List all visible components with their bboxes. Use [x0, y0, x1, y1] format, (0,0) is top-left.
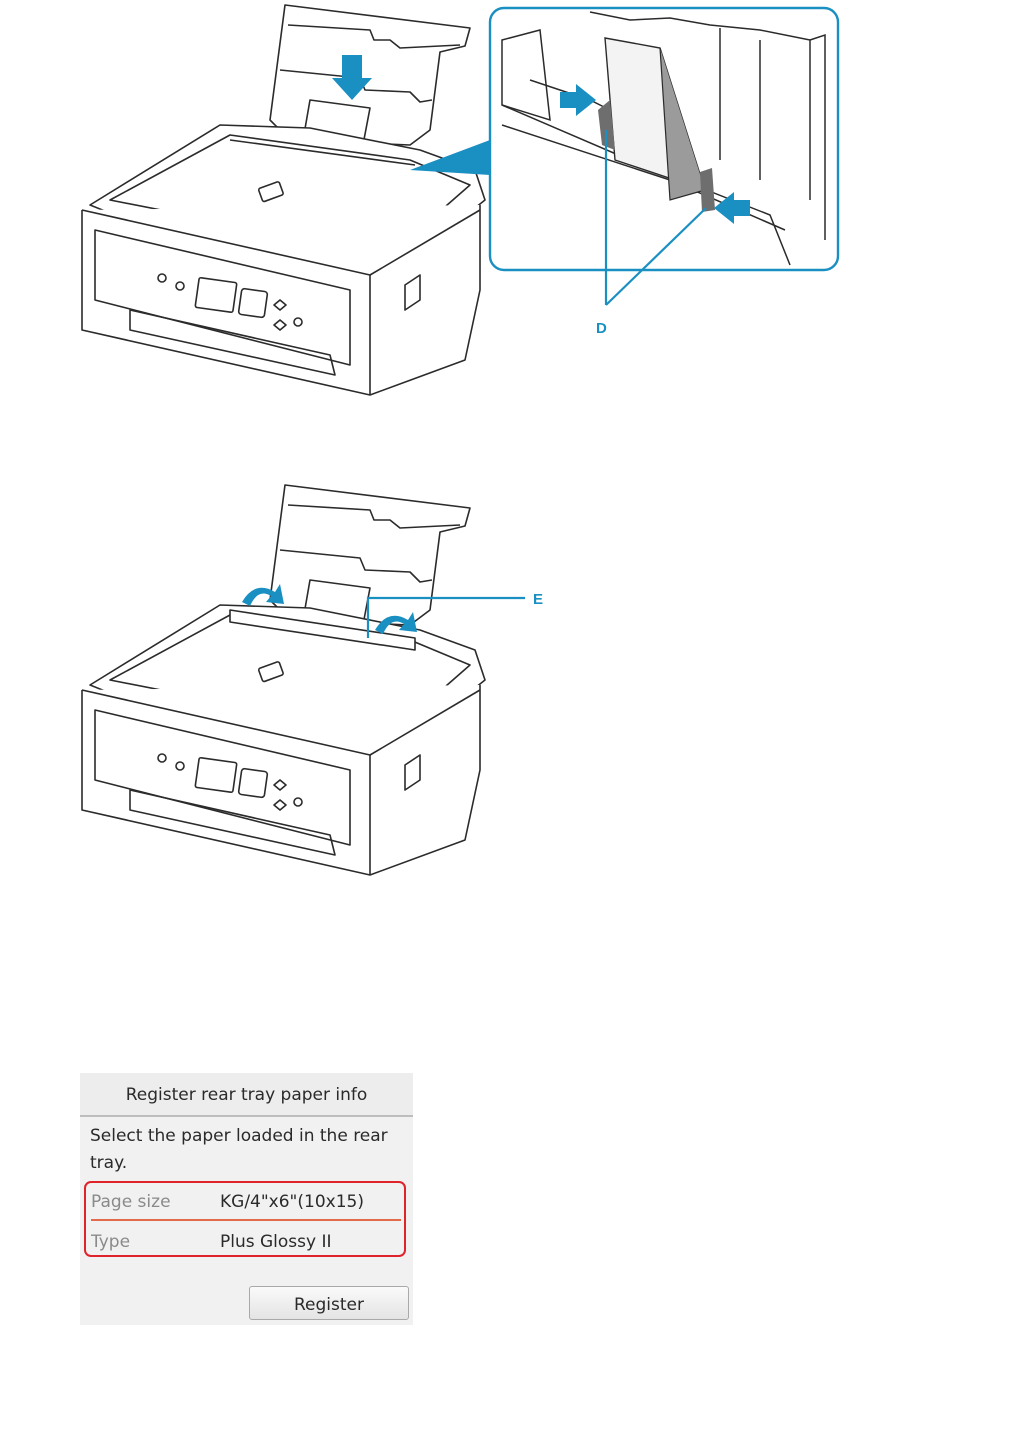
paper-type-value: Plus Glossy II — [220, 1232, 332, 1252]
page-size-value: KG/4"x6"(10x15) — [220, 1192, 364, 1212]
page-size-label: Page size — [91, 1192, 171, 1212]
page-size-setting-row[interactable]: Page size KG/4"x6"(10x15) — [91, 1185, 401, 1219]
register-button[interactable]: Register — [249, 1286, 409, 1320]
settings-divider — [91, 1219, 401, 1221]
printer-paper-guides-illustration: D — [81, 4, 840, 396]
paper-settings-highlight: Page size KG/4"x6"(10x15) Type Plus Glos… — [84, 1181, 406, 1257]
paper-type-setting-row[interactable]: Type Plus Glossy II — [91, 1225, 401, 1259]
callout-label-d: D — [596, 320, 607, 337]
lcd-screen-title: Register rear tray paper info — [80, 1073, 413, 1117]
paper-type-label: Type — [91, 1232, 131, 1252]
callout-label-e: E — [533, 591, 543, 608]
printer-feed-slot-cover-illustration: E — [81, 484, 543, 876]
printer-lcd-screen: Register rear tray paper info Select the… — [80, 1073, 413, 1325]
lcd-instruction-message: Select the paper loaded in the rear tray… — [90, 1126, 388, 1173]
